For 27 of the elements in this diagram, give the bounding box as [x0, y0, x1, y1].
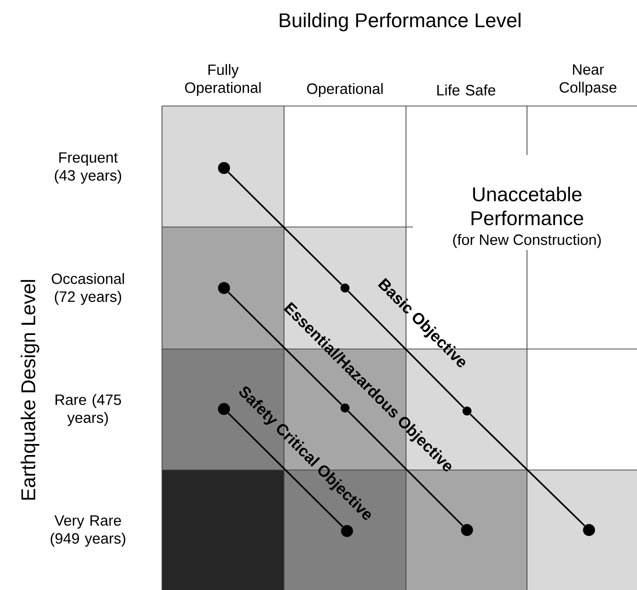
column-header: Life Safe	[437, 84, 496, 96]
chart-title: Building Performance Level	[280, 12, 520, 32]
row-header: Frequent (43 years)	[54, 152, 122, 184]
dot	[583, 524, 595, 536]
objective-line	[470, 414, 586, 526]
dot	[341, 525, 353, 537]
objective-line	[228, 412, 344, 528]
dot	[461, 524, 473, 536]
objective-line	[348, 410, 464, 526]
region-label: Unaccetable Performance	[472, 186, 584, 226]
axis-label: Earthquake Design Level	[20, 280, 40, 500]
region-label: (for New Construction)	[453, 234, 601, 248]
dot	[218, 162, 230, 174]
dot	[462, 406, 472, 416]
dot	[218, 403, 230, 415]
column-header: Fully Operational	[185, 64, 261, 96]
column-header: Operational	[307, 83, 383, 97]
dot	[218, 282, 230, 294]
dot	[340, 284, 350, 292]
objective-line	[228, 292, 342, 406]
row-header: Rare (475 years)	[56, 394, 121, 426]
dot	[340, 404, 350, 412]
objective-line	[228, 172, 342, 286]
row-header: Very Rare (949 years)	[50, 515, 126, 547]
objective-line	[348, 290, 464, 408]
column-header: Near Collpase	[560, 64, 616, 96]
row-header: Occasional (72 years)	[52, 273, 124, 305]
